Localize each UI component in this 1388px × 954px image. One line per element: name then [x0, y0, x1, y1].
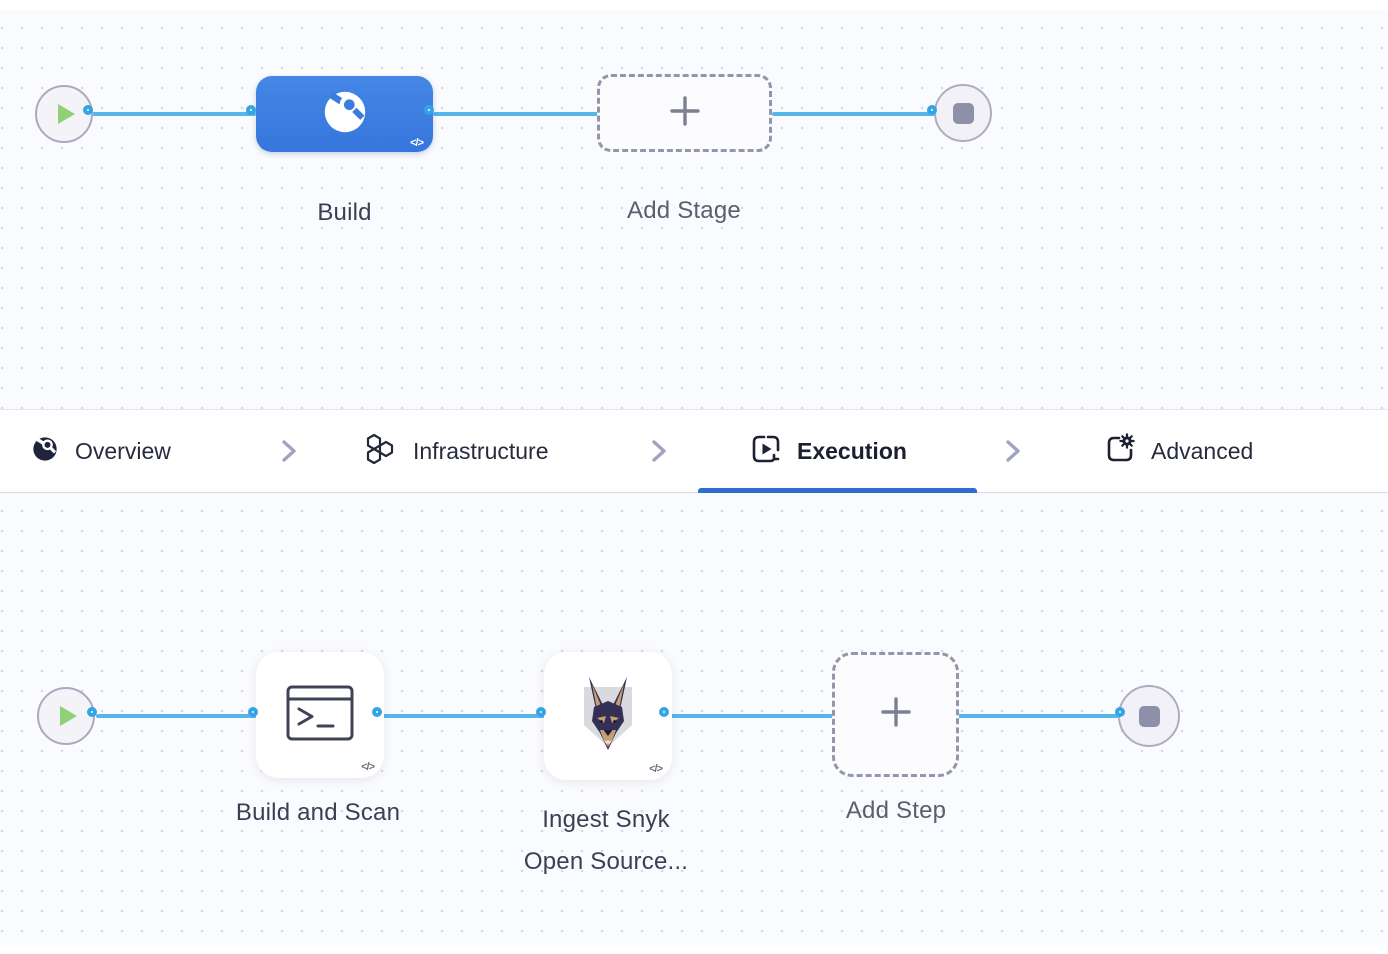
connector-dot[interactable]	[424, 105, 434, 115]
code-toggle[interactable]: </>	[361, 761, 375, 773]
step-node-ingest-snyk[interactable]: </>	[544, 652, 672, 780]
code-toggle[interactable]: </>	[410, 137, 424, 149]
tab-label: Execution	[797, 437, 907, 464]
execution-graph-canvas[interactable]: </>	[0, 493, 1388, 945]
step-label: Build and Scan	[235, 799, 401, 826]
plus-icon	[668, 94, 702, 133]
stop-icon	[1138, 705, 1160, 727]
connector-dot[interactable]	[246, 105, 256, 115]
tab-label: Advanced	[1151, 437, 1254, 464]
tab-label: Overview	[75, 437, 171, 464]
pipeline-start-node	[37, 687, 95, 745]
step-label-line1: Ingest Snyk	[542, 806, 670, 833]
connector-dot[interactable]	[83, 105, 93, 115]
plus-icon	[879, 695, 913, 734]
pipeline-start-node	[35, 85, 93, 143]
gear-square-icon	[1104, 432, 1136, 470]
tab-overview[interactable]: Overview	[30, 410, 171, 492]
step-label-line2: Open Source...	[523, 848, 689, 875]
connector-line	[433, 112, 599, 116]
hexagons-icon	[364, 432, 398, 471]
pipeline-end-node	[934, 84, 992, 142]
play-icon	[60, 706, 77, 726]
snyk-doberman-icon	[575, 675, 641, 758]
add-stage-button[interactable]	[597, 74, 772, 152]
play-icon	[58, 104, 75, 124]
add-step-button[interactable]	[832, 652, 959, 777]
step-label: Ingest Snyk Open Source...	[456, 799, 756, 883]
connector-dot[interactable]	[1115, 707, 1125, 717]
connector-dot[interactable]	[927, 105, 937, 115]
connector-line	[92, 112, 256, 116]
stage-node-build[interactable]: </>	[256, 76, 433, 152]
tab-infrastructure[interactable]: Infrastructure	[364, 410, 549, 492]
chevron-right-icon	[1000, 410, 1026, 492]
connector-line	[668, 714, 833, 718]
chevron-right-icon	[276, 410, 302, 492]
connector-line	[958, 714, 1124, 718]
connector-dot[interactable]	[659, 707, 669, 717]
connector-line	[381, 714, 545, 718]
add-step-label: Add Step	[845, 797, 947, 824]
connector-dot[interactable]	[87, 707, 97, 717]
stage-label: Build	[317, 199, 372, 226]
pipeline-end-node	[1118, 685, 1180, 747]
stage-graph-canvas[interactable]: </> Build Add Stage	[0, 10, 1388, 409]
tab-execution[interactable]: Execution	[750, 410, 907, 492]
connector-dot[interactable]	[372, 707, 382, 717]
connector-line	[96, 714, 257, 718]
tab-advanced[interactable]: Advanced	[1104, 410, 1253, 492]
connector-dot[interactable]	[248, 707, 258, 717]
stage-config-tabbar: Overview Infrastructure	[0, 409, 1388, 493]
tab-label: Infrastructure	[413, 437, 549, 464]
terminal-icon	[286, 685, 354, 746]
play-square-icon	[750, 433, 782, 470]
ci-overview-icon	[30, 434, 60, 469]
chevron-right-icon	[646, 410, 672, 492]
step-node-build-and-scan[interactable]: </>	[256, 652, 384, 778]
code-toggle[interactable]: </>	[649, 763, 663, 775]
connector-line	[772, 112, 937, 116]
connector-dot[interactable]	[536, 707, 546, 717]
ci-build-icon	[319, 86, 371, 143]
stop-icon	[952, 102, 974, 124]
add-stage-label: Add Stage	[627, 197, 741, 224]
active-tab-indicator	[698, 488, 977, 493]
